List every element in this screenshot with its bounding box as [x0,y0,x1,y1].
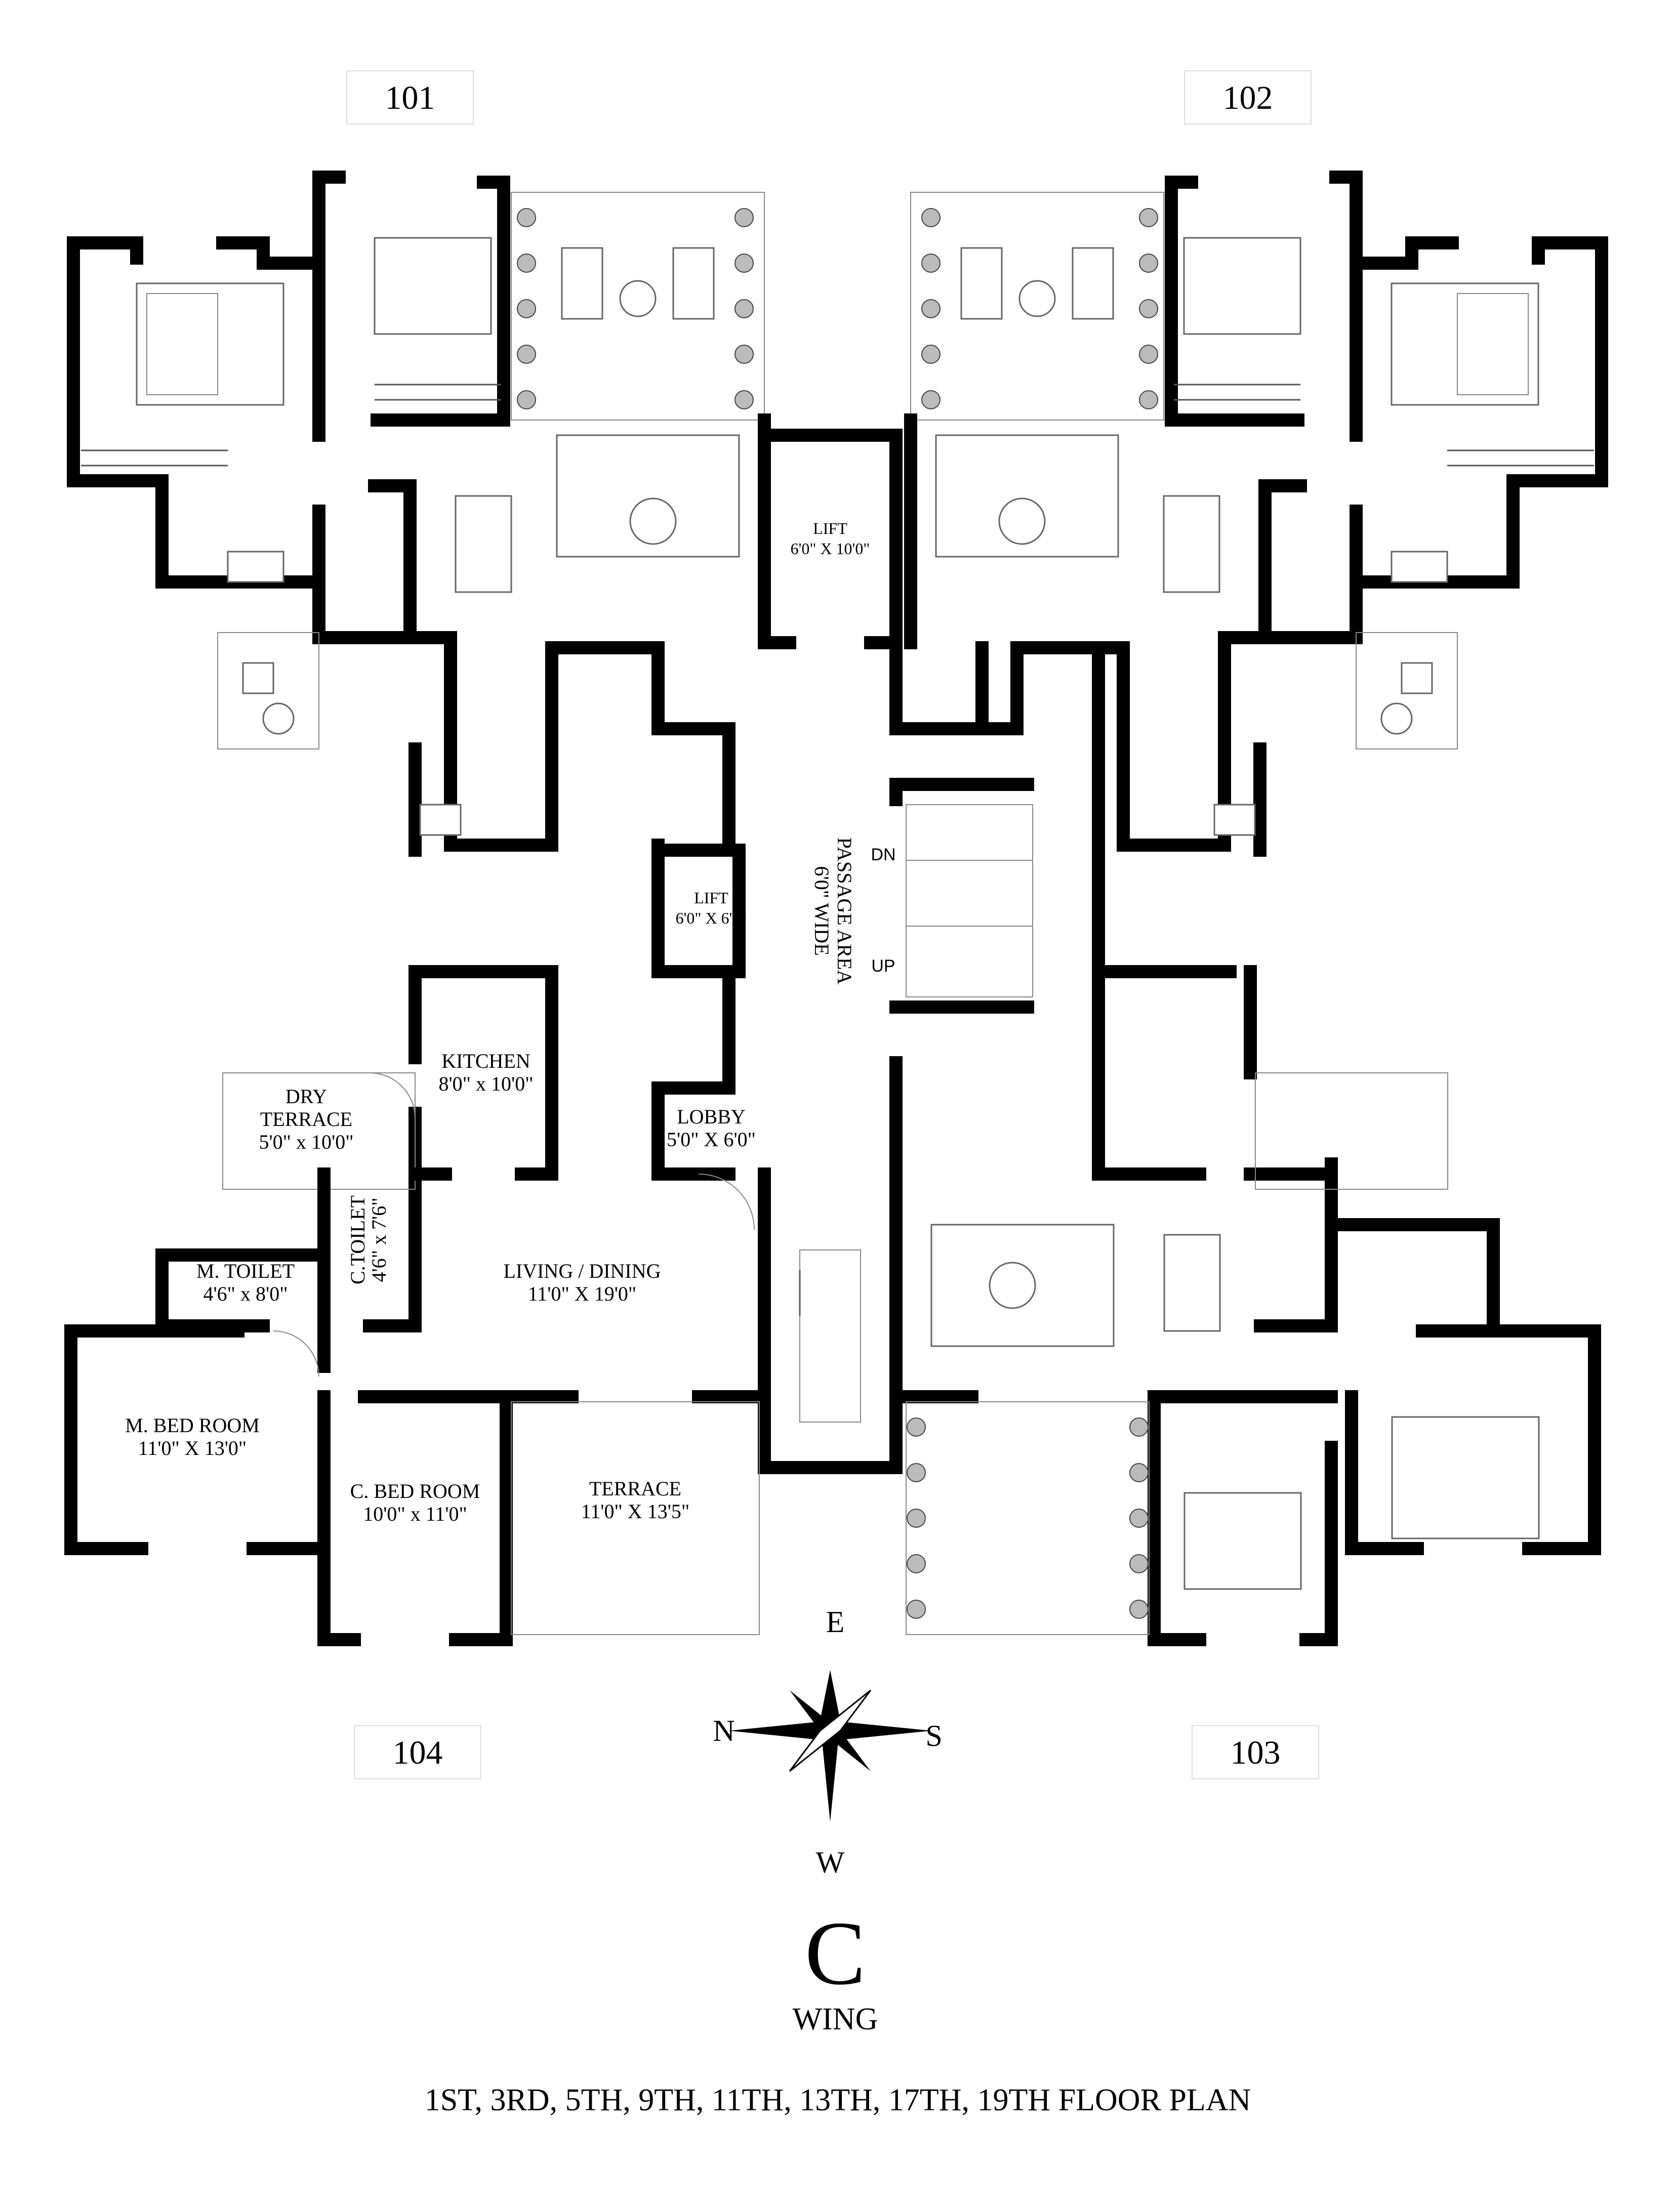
m-bed-room-size: 11'0" X 13'0" [138,1437,247,1459]
svg-text:102: 102 [1223,79,1273,116]
sofa-icon [672,247,715,320]
staircase-icon [906,804,1033,997]
compass-rose-icon: E N S W [713,1605,942,1879]
stair-dn-label: DN [871,845,895,864]
wing-label: WING [793,2002,878,2036]
svg-text:104: 104 [393,1734,443,1771]
dining-table-icon [1163,1234,1221,1332]
wash-basin-icon [227,551,284,583]
table-icon [619,280,657,317]
dry-terrace-label-2: TERRACE [260,1108,352,1131]
svg-text:103: 103 [1231,1734,1281,1771]
small-lift-size: 6'0" X 6'0" [676,909,747,927]
lobby-size: 5'0" X 6'0" [667,1128,756,1151]
c-toilet-size: 4'6" x 7'6" [367,1197,390,1282]
c-bed-room-size: 10'0" x 11'0" [363,1503,467,1525]
unit-tag-103: 103 [1192,1725,1319,1779]
dining-table-icon [455,495,512,593]
svg-text:101: 101 [385,79,435,116]
c-toilet-label: C.TOILET [346,1195,369,1284]
unit-101-plan [67,171,771,857]
terrace-label: TERRACE [589,1477,681,1500]
staircase-icon [799,1249,861,1423]
dry-terrace-label-1: DRY [285,1085,327,1108]
compass-west: W [816,1846,845,1879]
kitchen-label: KITCHEN [441,1050,530,1072]
sofa-icon [561,247,603,320]
wing-letter: C [805,1903,866,2004]
unit-tag-101: 101 [346,70,474,124]
unit-103-plan [889,965,1601,1646]
small-lift-label: LIFT [694,889,728,907]
stair-up-label: UP [871,956,895,976]
terrace-size: 11'0" X 13'5" [581,1500,689,1523]
bed-icon [374,237,492,335]
living-dining-size: 11'0" X 19'0" [528,1282,636,1305]
main-lift-label: LIFT [813,519,847,537]
lobby-label: LOBBY [677,1105,746,1128]
unit-102-plan [904,171,1608,857]
m-toilet-label: M. TOILET [196,1260,295,1282]
kitchen-size: 8'0" x 10'0" [438,1072,533,1095]
bed-icon [1391,1416,1540,1539]
passage-area-label: PASSAGE AREA [833,838,856,985]
unit-104-plan: KITCHEN 8'0" x 10'0" DRY TERRACE 5'0" x … [64,965,771,1646]
m-bed-room-label: M. BED ROOM [125,1414,260,1437]
stove-icon [419,804,462,836]
compass-south: S [925,1719,942,1752]
core-plan: DN UP LIFT 6'0" X 10'0" LIFT 6'0" X 6'0"… [651,429,1105,1474]
planter-icon [517,208,754,409]
floor-plan-title: 1ST, 3RD, 5TH, 9TH, 11TH, 13TH, 17TH, 19… [425,2083,1251,2117]
living-dining-label: LIVING / DINING [503,1260,661,1282]
planter-icon [907,1417,1149,1619]
bed-icon [136,282,284,406]
m-toilet-size: 4'6" x 8'0" [203,1282,288,1305]
bed-icon [1183,1492,1302,1590]
passage-area-size: 6'0" WIDE [810,866,833,955]
compass-east: E [826,1605,845,1639]
compass-north: N [713,1714,734,1747]
c-bed-room-label: C. BED ROOM [350,1480,480,1503]
unit-tag-102: 102 [1184,70,1312,124]
main-lift-size: 6'0" X 10'0" [791,539,870,558]
unit-tag-104: 104 [354,1725,481,1779]
dry-terrace-size: 5'0" x 10'0" [259,1131,353,1153]
